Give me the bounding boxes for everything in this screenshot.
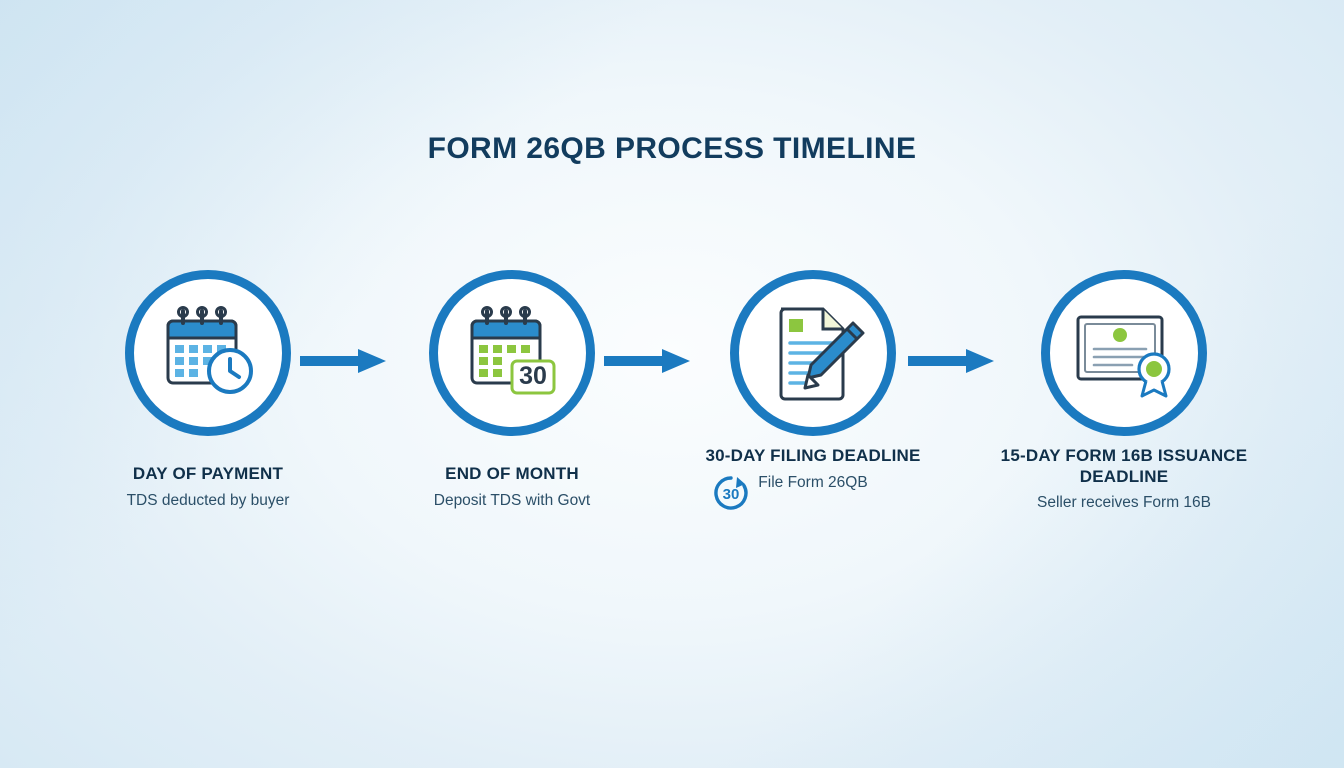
step-1-desc: TDS deducted by buyer xyxy=(126,491,290,509)
timeline-step-2: 30 END OF MONTH Deposit TDS with Govt xyxy=(362,270,662,510)
calendar-clock-icon xyxy=(156,305,260,401)
arrow-right-icon-3 xyxy=(908,348,994,374)
timeline-step-1: DAY OF PAYMENT TDS deducted by buyer xyxy=(58,270,358,510)
thirty-day-badge-icon: 30 xyxy=(712,474,750,512)
step-4-desc: Seller receives Form 16B xyxy=(1036,494,1211,512)
arrow-right-icon-2 xyxy=(604,348,690,374)
certificate-ribbon-icon xyxy=(1070,307,1178,399)
calendar-30-icon: 30 xyxy=(460,305,564,401)
step-3-desc: File Form 26QB xyxy=(758,473,868,491)
step-3-icon-circle xyxy=(730,270,896,436)
step-4-icon-circle xyxy=(1041,270,1207,436)
page-title: FORM 26QB PROCESS TIMELINE xyxy=(427,132,917,165)
timeline-step-4: 15-DAY FORM 16B ISSUANCE DEADLINE Seller… xyxy=(974,270,1274,513)
process-timeline: DAY OF PAYMENT TDS deducted by buyer xyxy=(0,270,1344,570)
calendar-30-badge-text: 30 xyxy=(519,362,547,390)
step-1-label: DAY OF PAYMENT xyxy=(132,464,284,483)
step-3-desc-row: 30 File Form 26QB xyxy=(663,467,963,510)
step-2-icon-circle: 30 xyxy=(429,270,595,436)
timeline-step-3: 30-DAY FILING DEADLINE 30 File Form 26QB xyxy=(663,270,963,510)
step-2-label: END OF MONTH xyxy=(445,464,579,483)
step-3-label: 30-DAY FILING DEADLINE xyxy=(705,446,921,465)
thirty-day-badge-text: 30 xyxy=(723,486,740,503)
document-pen-icon xyxy=(761,303,865,403)
step-3-desc-badge-row: 30 File Form 26QB xyxy=(714,473,868,510)
step-4-label: 15-DAY FORM 16B ISSUANCE DEADLINE xyxy=(1000,446,1248,486)
step-1-icon-circle xyxy=(125,270,291,436)
arrow-right-icon-1 xyxy=(300,348,386,374)
step-2-desc: Deposit TDS with Govt xyxy=(433,491,591,509)
